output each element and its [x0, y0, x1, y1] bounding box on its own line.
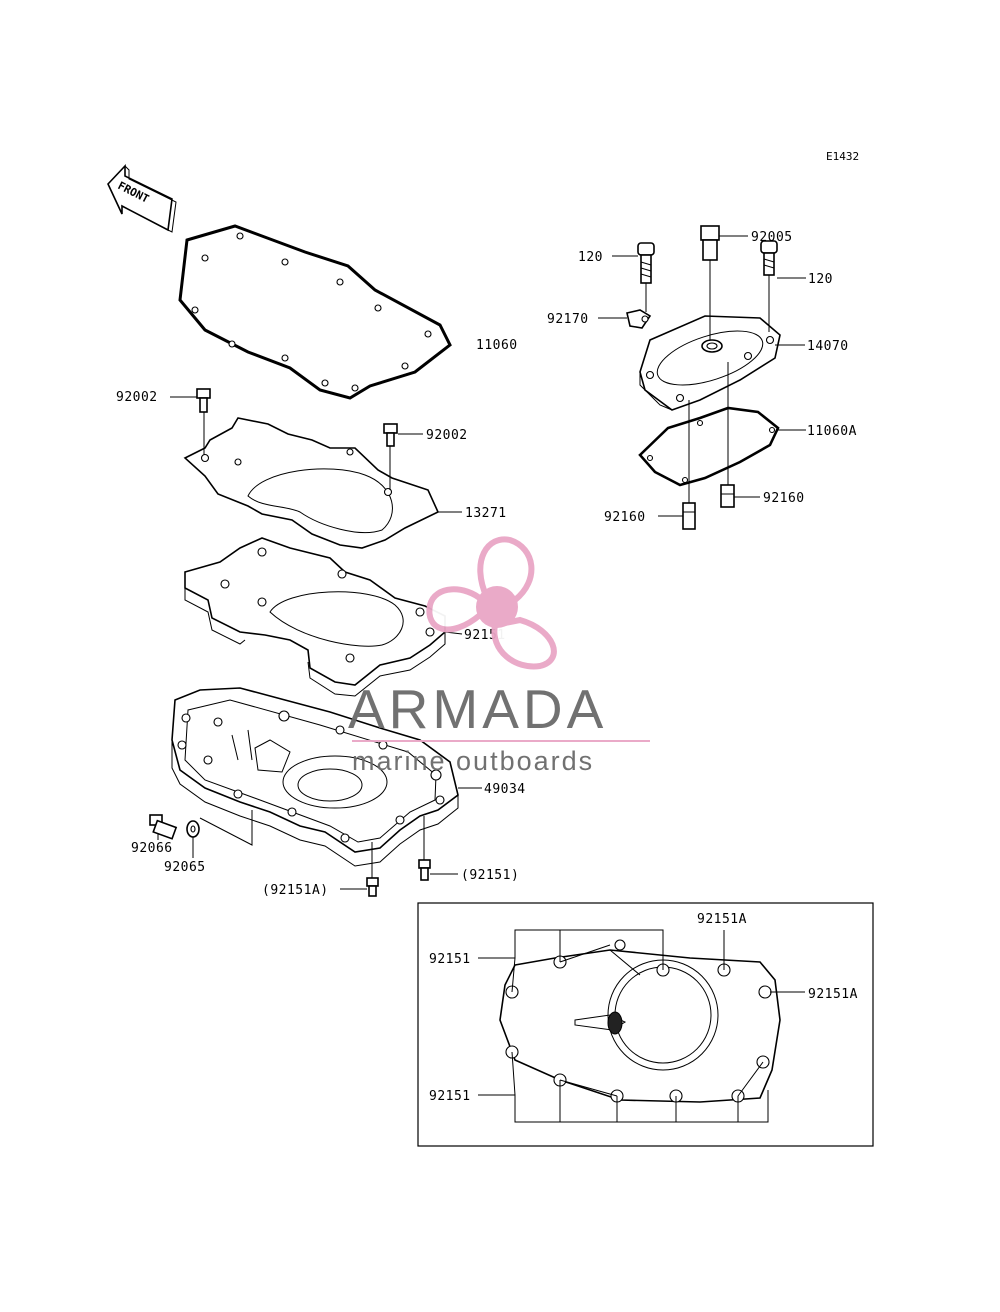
- oil-pan-49034: [171, 687, 459, 867]
- part-labels: 11060 92002 92002 13271 92151 49034 9206…: [116, 230, 858, 1104]
- drain-plug-92066-icon: [149, 814, 178, 840]
- plug-92005-icon: [700, 225, 720, 261]
- label-13271: 13271: [465, 506, 507, 521]
- watermark-brand: ARMADA: [348, 678, 607, 740]
- inset-label-92151-top: 92151: [429, 952, 471, 967]
- baffle-frame: [184, 537, 446, 697]
- gasket-11060: [178, 224, 452, 400]
- baffle-plate-13271: [183, 417, 440, 549]
- label-92066: 92066: [131, 841, 173, 856]
- inset-label-92151-bottom: 92151: [429, 1089, 471, 1104]
- label-92002-right: 92002: [426, 428, 468, 443]
- watermark-tagline: marine outboards: [352, 746, 594, 776]
- label-11060A: 11060A: [807, 424, 857, 439]
- bolt-120-left-icon: [637, 242, 655, 284]
- label-120-right: 120: [808, 272, 833, 287]
- propeller-icon: [426, 536, 557, 670]
- bolt-92151-icon: [418, 859, 431, 881]
- label-14070: 14070: [807, 339, 849, 354]
- bolt-92151A-icon: [366, 877, 379, 897]
- inset-box: [417, 902, 874, 1147]
- label-92065: 92065: [164, 860, 206, 875]
- label-120-left: 120: [578, 250, 603, 265]
- label-92005: 92005: [751, 230, 793, 245]
- diagram-code: E1432: [826, 150, 859, 163]
- bolt-120-right-icon: [760, 240, 778, 276]
- label-92002-left: 92002: [116, 390, 158, 405]
- front-arrow-icon: FRONT: [107, 163, 177, 233]
- gasket-11060A: [638, 406, 780, 487]
- cover-top-view: [499, 939, 781, 1103]
- label-92160-left: 92160: [604, 510, 646, 525]
- armada-watermark: ARMADA marine outboards: [348, 536, 650, 776]
- inset-label-92151A-top: 92151A: [697, 912, 747, 927]
- label-92151-paren: (92151): [461, 868, 519, 883]
- washer-92065-icon: [186, 820, 200, 838]
- label-92160-right: 92160: [763, 491, 805, 506]
- label-11060: 11060: [476, 338, 518, 353]
- clamp-92170-icon: [626, 309, 652, 329]
- inset-leader-lines: [478, 929, 805, 1123]
- cover-14070: [639, 315, 781, 411]
- dowel-92160-right-icon: [720, 484, 735, 508]
- leader-lines-left: [157, 396, 482, 890]
- label-92170: 92170: [547, 312, 589, 327]
- label-92151A-paren: (92151A): [262, 883, 329, 898]
- bolt-92002-left-icon: [196, 388, 211, 413]
- bolt-92002-right-icon: [383, 423, 398, 447]
- dowel-92160-left-icon: [682, 502, 696, 530]
- inset-label-92151A-right: 92151A: [808, 987, 858, 1002]
- leader-lines-right: [598, 235, 806, 517]
- label-49034: 49034: [484, 782, 526, 797]
